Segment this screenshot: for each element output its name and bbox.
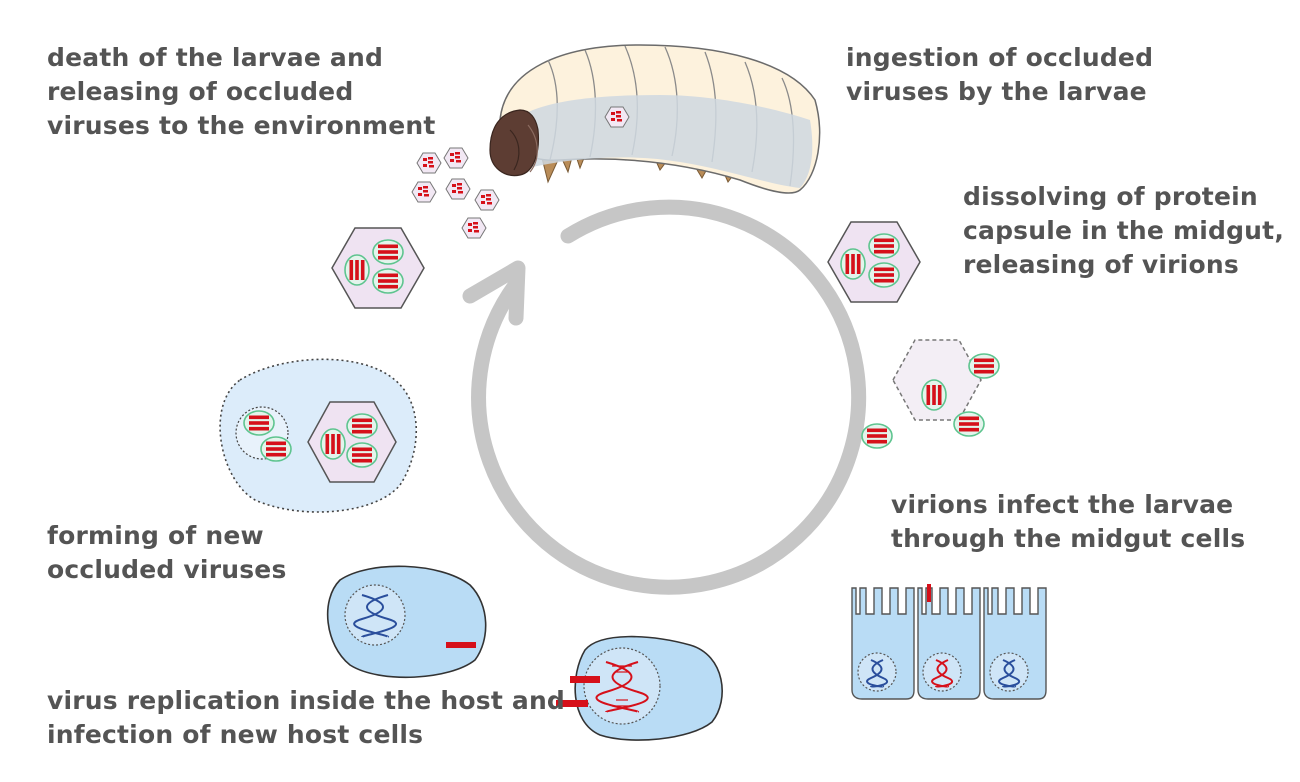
forming-occlusion-icon bbox=[219, 358, 418, 513]
step-line: death of the larvae and bbox=[47, 43, 384, 72]
step-label-infect: virions infect the larvae through the mi… bbox=[891, 488, 1245, 556]
step-label-dissolving: dissolving of protein capsule in the mid… bbox=[963, 180, 1284, 282]
host-cell-icon bbox=[326, 565, 487, 679]
step-label-replication: virus replication inside the host and in… bbox=[47, 684, 565, 752]
step-label-death: death of the larvae and releasing of occ… bbox=[47, 41, 436, 143]
infected-cell-icon bbox=[556, 635, 723, 741]
midgut-cells-icon bbox=[851, 584, 1047, 700]
step-label-ingestion: ingestion of occluded viruses by the lar… bbox=[846, 41, 1153, 109]
cycle-arrow-icon bbox=[462, 199, 867, 595]
dissolved-capsule-icon bbox=[861, 339, 1000, 449]
occlusion-body-icon bbox=[331, 227, 425, 309]
step-line: through the midgut cells bbox=[891, 524, 1246, 553]
step-line: viruses to the environment bbox=[47, 111, 436, 140]
step-label-forming: forming of new occluded viruses bbox=[47, 519, 287, 587]
step-line: infection of new host cells bbox=[47, 720, 424, 749]
step-line: virus replication inside the host and bbox=[47, 686, 566, 715]
step-line: dissolving of protein bbox=[963, 182, 1258, 211]
step-line: forming of new bbox=[47, 521, 264, 550]
larva-icon bbox=[489, 44, 821, 194]
step-line: releasing of virions bbox=[963, 250, 1239, 279]
step-line: virions infect the larvae bbox=[891, 490, 1234, 519]
released-occlusion-bodies bbox=[411, 147, 500, 239]
occlusion-body-icon bbox=[827, 221, 921, 303]
step-line: capsule in the midgut, bbox=[963, 216, 1285, 245]
step-line: releasing of occluded bbox=[47, 77, 354, 106]
step-line: occluded viruses bbox=[47, 555, 287, 584]
step-line: ingestion of occluded bbox=[846, 43, 1154, 72]
step-line: viruses by the larvae bbox=[846, 77, 1147, 106]
